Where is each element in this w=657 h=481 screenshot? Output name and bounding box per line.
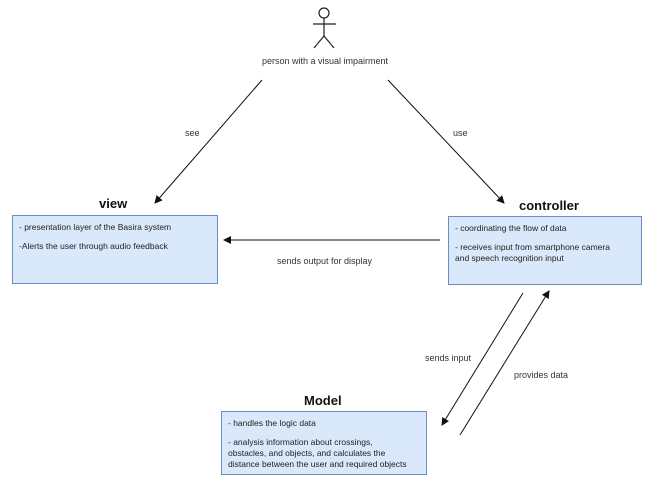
edge-label-sends-input: sends input <box>425 353 472 363</box>
view-item-2: -Alerts the user through audio feedback <box>19 241 168 251</box>
arrow-use <box>387 79 505 204</box>
controller-box: - coordinating the flow of data - receiv… <box>448 216 642 285</box>
arrow-provides-data <box>459 290 550 436</box>
edge-label-sends-output: sends output for display <box>277 256 373 266</box>
view-title: view <box>99 196 128 211</box>
arrow-sends-input <box>441 292 524 426</box>
model-item-1: - handles the logic data <box>228 418 316 428</box>
model-title: Model <box>304 393 342 408</box>
controller-item-2: - receives input from smartphone camera … <box>455 242 610 263</box>
view-box: - presentation layer of the Basira syste… <box>12 215 218 284</box>
edge-label-see: see <box>185 128 200 138</box>
actor-label: person with a visual impairment <box>262 56 389 66</box>
edge-label-provides-data: provides data <box>514 370 569 380</box>
person-stick-figure-icon <box>313 7 336 49</box>
model-item-2: - analysis information about crossings, … <box>228 437 407 469</box>
edge-label-use: use <box>453 128 468 138</box>
controller-title: controller <box>519 198 579 213</box>
arrow-see <box>154 79 263 204</box>
view-item-1: - presentation layer of the Basira syste… <box>19 222 172 232</box>
model-box: - handles the logic data - analysis info… <box>221 411 427 475</box>
controller-item-1: - coordinating the flow of data <box>455 223 567 233</box>
